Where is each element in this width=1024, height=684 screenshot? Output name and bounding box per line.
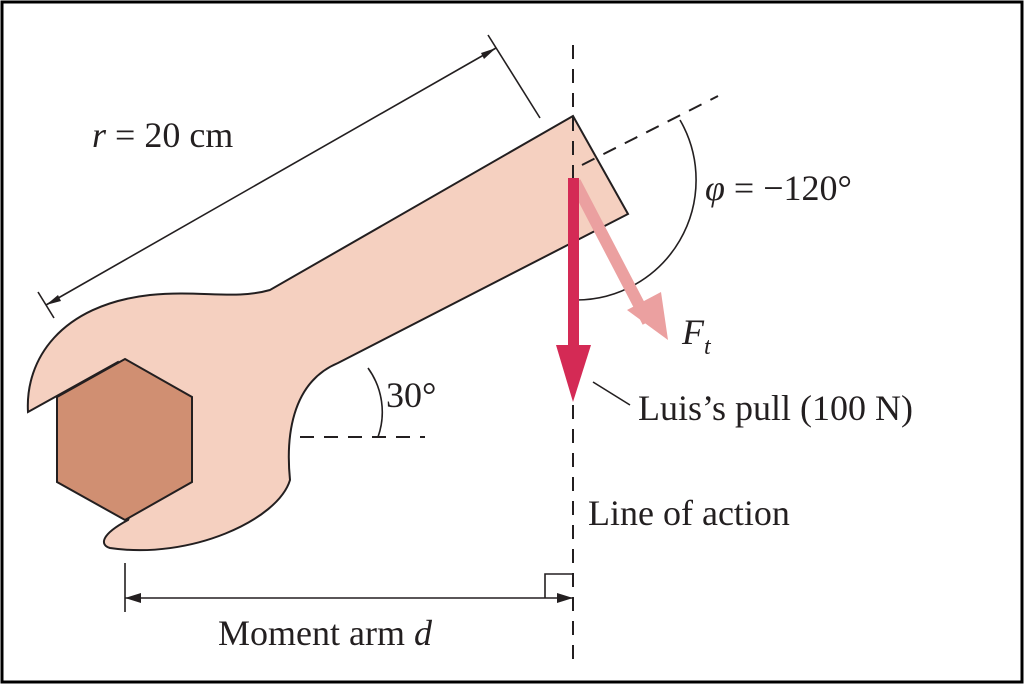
wrench-axis-extension [581,95,719,166]
radius-value: = 20 cm [106,115,233,155]
angle-30-label: 30° [386,375,436,415]
force-subscript: t [704,334,712,360]
pull-label: Luis’s pull (100 N) [638,388,913,428]
hex-nut [56,357,193,522]
line-of-action-label: Line of action [588,493,790,533]
angle-30-arc [367,367,384,438]
radius-dimension-line [45,47,497,306]
tangential-force-shaft [569,179,654,325]
pull-arrowhead [556,345,591,402]
radius-tick-right [487,34,541,119]
moment-arm-label: Moment arm d [218,613,433,653]
phi-label: φ = −120° [705,168,852,208]
radius-arrowhead-left [46,295,61,305]
phi-variable: φ [705,168,725,208]
phi-angle-arc [574,119,697,301]
radius-label: r = 20 cm [92,115,233,155]
pull-leader-line [592,381,631,406]
moment-arm-arrowhead-left [125,593,141,603]
moment-arm-arrowhead-right [557,593,573,603]
right-angle-marker [544,573,573,598]
radius-arrowhead-right [481,48,496,59]
force-variable: F [681,312,705,352]
phi-value: = −120° [725,168,852,208]
moment-arm-variable: d [414,613,433,653]
pull-arrow-shaft [568,178,579,360]
radius-variable: r [92,115,107,155]
tangential-force-label: Ft [681,312,712,360]
moment-arm-text: Moment arm [218,613,414,653]
tangential-force-arrowhead [627,292,668,340]
